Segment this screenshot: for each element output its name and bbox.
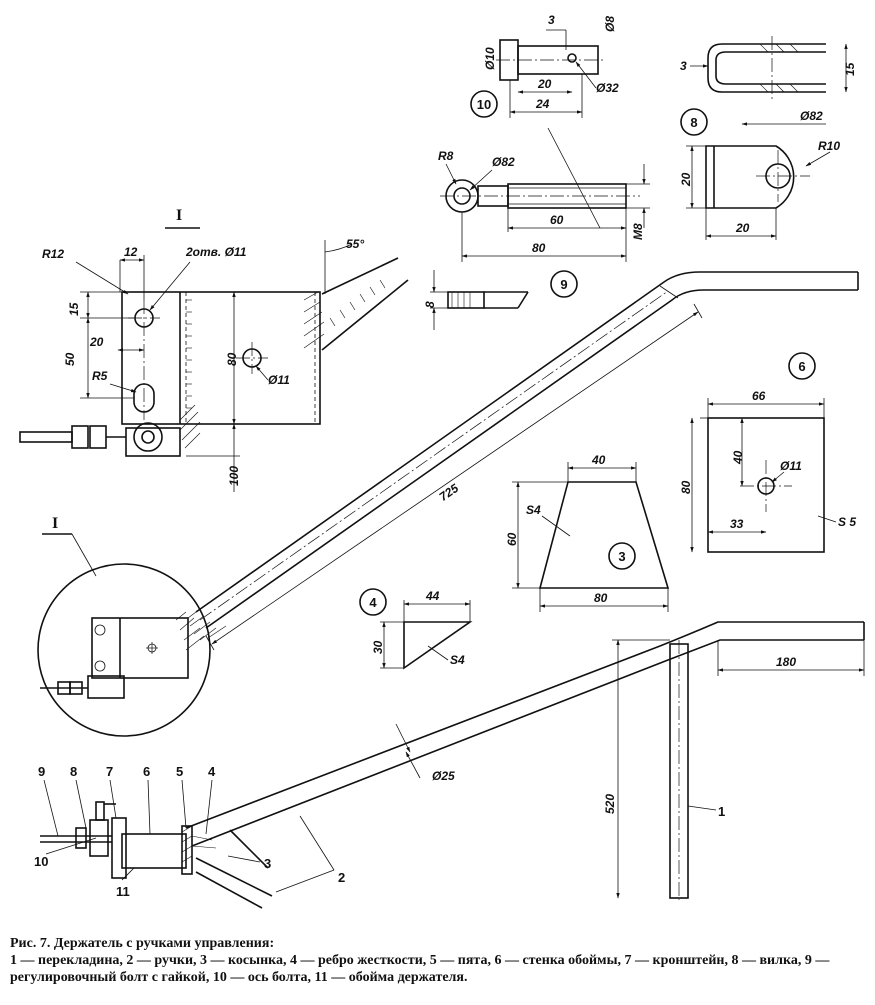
dim-44: 44 <box>425 589 440 603</box>
section-i-view: I <box>19 207 409 492</box>
dim-d25: Ø25 <box>432 769 455 783</box>
figure-caption: Рис. 7. Держатель с ручками управления: … <box>10 935 868 986</box>
dim-20-axis: 20 <box>537 77 552 91</box>
dim-50: 50 <box>63 352 77 366</box>
leader-5: 5 <box>176 764 183 779</box>
part-6-circle <box>788 352 816 380</box>
dim-holes: 2отв. Ø11 <box>185 245 247 259</box>
dim-55deg: 55° <box>346 237 364 251</box>
adjusting-bolt <box>19 422 181 457</box>
dim-3-s4: S4 <box>526 503 541 517</box>
dim-66: 66 <box>752 389 766 403</box>
leader-1: 1 <box>718 804 725 819</box>
dim-100: 100 <box>227 466 241 486</box>
dim-6-80: 80 <box>679 480 693 494</box>
dim-8-20b: 20 <box>735 221 750 235</box>
section-i-label: I <box>176 207 182 224</box>
dim-725: 725 <box>437 481 462 504</box>
leader-2: 2 <box>338 870 345 885</box>
leader-9: 9 <box>38 764 45 779</box>
part-9-circle <box>550 270 578 298</box>
part-4-number: 4 <box>369 595 377 610</box>
dim-m8: M8 <box>631 223 645 240</box>
detail-i-callout: I <box>37 515 211 737</box>
holder-box <box>121 833 187 869</box>
dim-d32: Ø32 <box>596 81 619 95</box>
assembly-view: Ø25 180 520 9 8 7 6 5 4 3 2 <box>34 621 865 909</box>
part-6-wall: 6 66 40 Ø11 80 33 S 5 <box>679 352 856 553</box>
technical-drawing: I <box>19 13 865 909</box>
dim-3-40: 40 <box>591 453 606 467</box>
part-8-circle <box>680 108 708 136</box>
part-9-bolt: R8 Ø82 60 80 M8 9 <box>438 149 650 298</box>
part-leaders: 9 8 7 6 5 4 3 2 1 10 11 <box>34 764 725 899</box>
dim-8-20a: 20 <box>679 172 693 187</box>
dim-520: 520 <box>603 794 617 814</box>
part-3-circle <box>608 542 636 570</box>
dim-33: 33 <box>730 517 744 531</box>
dim-d8: Ø8 <box>603 16 617 32</box>
leader-11: 11 <box>116 884 130 899</box>
dim-r8: R8 <box>438 149 454 163</box>
leader-10: 10 <box>34 854 48 869</box>
dim-8-15: 15 <box>843 62 857 76</box>
dim-3-80: 80 <box>594 591 608 605</box>
dim-9-82: Ø82 <box>492 155 515 169</box>
dim-8-cut: 8 <box>423 301 437 308</box>
part-6-number: 6 <box>798 359 805 374</box>
leader-7: 7 <box>106 764 113 779</box>
dim-s5: S 5 <box>838 515 856 529</box>
part-10-axis: Ø10 3 Ø8 20 24 Ø32 10 <box>470 13 619 229</box>
part-8-number: 8 <box>690 115 697 130</box>
dim-8-3: 3 <box>680 59 687 73</box>
part-8-fork: 3 15 Ø82 8 20 20 R10 <box>679 36 857 240</box>
dim-8-r10: R10 <box>818 139 840 153</box>
caption-title: Рис. 7. Держатель с ручками управления: <box>10 936 275 951</box>
dim-3-60: 60 <box>505 532 519 546</box>
part-4-rib: 44 30 S4 4 <box>359 588 473 670</box>
section-cut: 8 <box>423 270 529 330</box>
leader-8: 8 <box>70 764 77 779</box>
part-4-circle <box>359 588 387 616</box>
dim-r12: R12 <box>42 247 64 261</box>
part-10-circle <box>470 90 498 118</box>
dim-4-s4: S4 <box>450 653 465 667</box>
dim-d10: Ø10 <box>483 47 497 70</box>
part-3-gusset: 40 S4 60 80 3 <box>505 453 670 612</box>
dim-8-82: Ø82 <box>800 109 823 123</box>
handle-view: 725 <box>187 271 859 651</box>
leader-6: 6 <box>143 764 150 779</box>
leader-4: 4 <box>208 764 216 779</box>
dim-hole-11: Ø11 <box>268 373 290 387</box>
dim-r5: R5 <box>92 369 108 383</box>
leader-3: 3 <box>264 856 271 871</box>
part-10-number: 10 <box>477 97 491 112</box>
part-3-number: 3 <box>618 549 625 564</box>
dim-4-30: 30 <box>371 640 385 654</box>
callout-i-label: I <box>52 515 58 532</box>
dim-6-11: Ø11 <box>780 459 802 473</box>
caption-legend: 1 — перекладина, 2 — ручки, 3 — косынка,… <box>10 953 830 985</box>
dim-12: 12 <box>124 245 138 259</box>
dim-80-bolt: 80 <box>532 241 546 255</box>
bracket-plate <box>121 291 321 425</box>
crossbar <box>669 643 689 899</box>
dim-80: 80 <box>225 352 239 366</box>
dim-20: 20 <box>89 335 104 349</box>
dim-3-top: 3 <box>548 13 555 27</box>
dim-180: 180 <box>776 655 796 669</box>
dim-6-40: 40 <box>731 450 745 465</box>
dim-15: 15 <box>67 302 81 316</box>
dim-24: 24 <box>535 97 550 111</box>
part-9-number: 9 <box>560 277 567 292</box>
dim-60: 60 <box>550 213 564 227</box>
